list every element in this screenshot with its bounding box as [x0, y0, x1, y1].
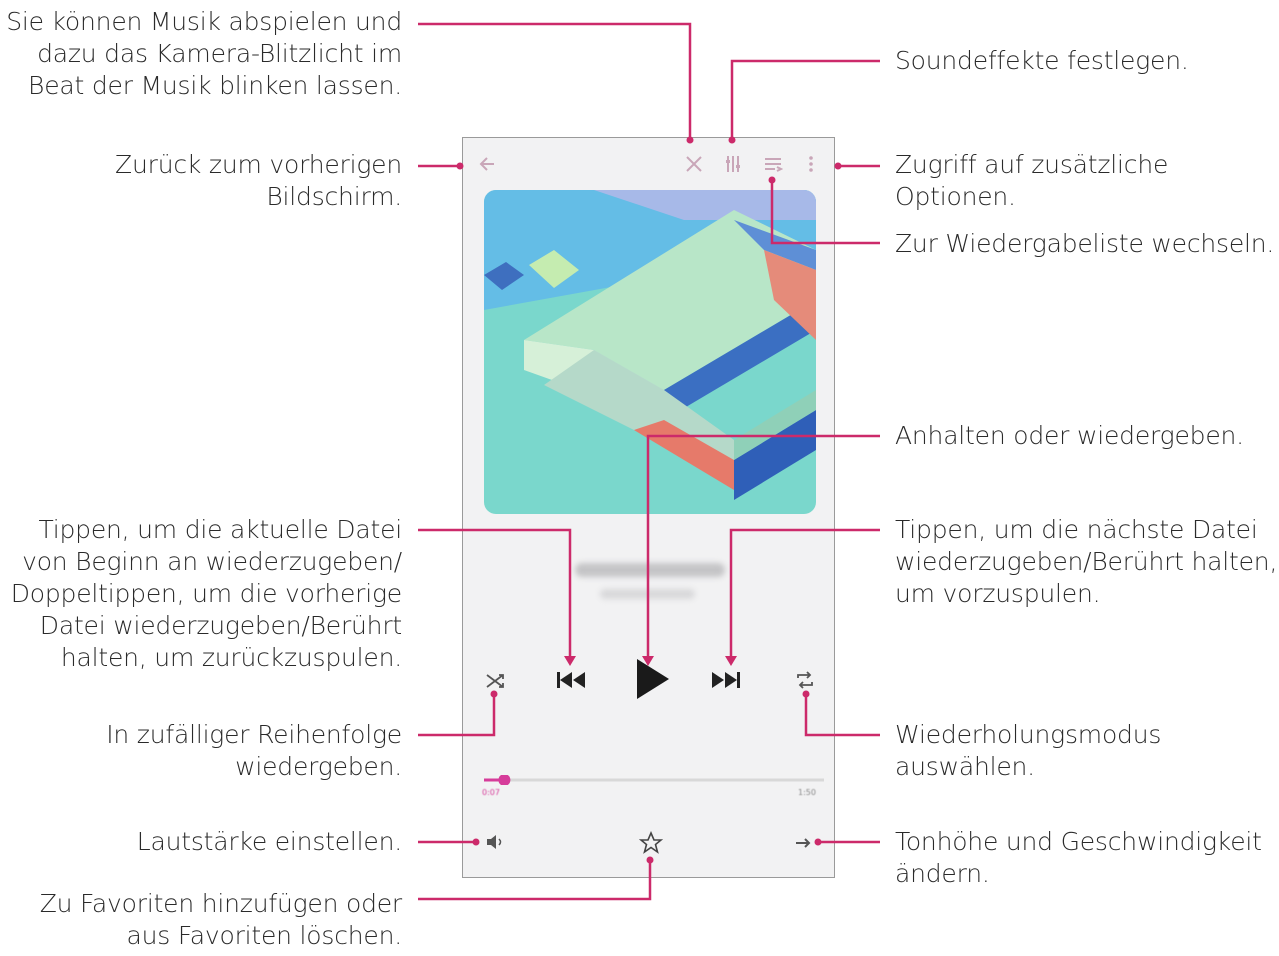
- repeat-icon[interactable]: [794, 669, 816, 695]
- annotation-play-pause: Anhalten oder wiedergeben.: [895, 421, 1244, 450]
- skip-previous-icon[interactable]: [555, 668, 587, 696]
- pitch-speed-icon[interactable]: [793, 833, 815, 857]
- annotation-flash: Sie können Musik abspielen und dazu das …: [6, 7, 402, 100]
- annotation-favorites: Zu Favoriten hinzufügen oder aus Favorit…: [39, 889, 402, 950]
- annotation-shuffle: In zufälliger Reihenfolge wiedergeben.: [106, 720, 402, 781]
- total-duration: 1:50: [798, 788, 816, 797]
- annotation-pitch-speed: Tonhöhe und Geschwindigkeit ändern.: [895, 827, 1262, 888]
- album-art: [484, 190, 816, 514]
- annotation-volume: Lautstärke einstellen.: [136, 827, 402, 856]
- annotation-soundeffects: Soundeffekte festlegen.: [895, 46, 1189, 75]
- track-title-blurred: [575, 563, 725, 577]
- volume-icon[interactable]: [484, 832, 506, 856]
- play-icon[interactable]: [631, 656, 671, 706]
- shuffle-icon[interactable]: [484, 670, 506, 696]
- annotation-previous: Tippen, um die aktuelle Datei von Beginn…: [10, 515, 402, 672]
- annotation-next: Tippen, um die nächste Datei wiederzugeb…: [895, 515, 1278, 608]
- back-arrow-icon[interactable]: [478, 154, 498, 178]
- skip-next-icon[interactable]: [710, 668, 742, 696]
- flashlight-beat-icon[interactable]: [683, 153, 705, 179]
- annotation-playlist: Zur Wiedergabeliste wechseln.: [895, 229, 1275, 258]
- annotation-back: Zurück zum vorherigen Bildschirm.: [115, 150, 402, 211]
- progress-bar[interactable]: [484, 770, 824, 789]
- equalizer-icon[interactable]: [723, 153, 743, 179]
- more-vertical-icon[interactable]: [807, 154, 815, 178]
- annotation-repeat: Wiederholungsmodus auswählen.: [895, 720, 1162, 781]
- elapsed-time: 0:07: [482, 788, 500, 797]
- playlist-icon[interactable]: [763, 154, 784, 178]
- annotation-more-options: Zugriff auf zusätzliche Optionen.: [895, 150, 1169, 211]
- star-icon[interactable]: [638, 830, 664, 859]
